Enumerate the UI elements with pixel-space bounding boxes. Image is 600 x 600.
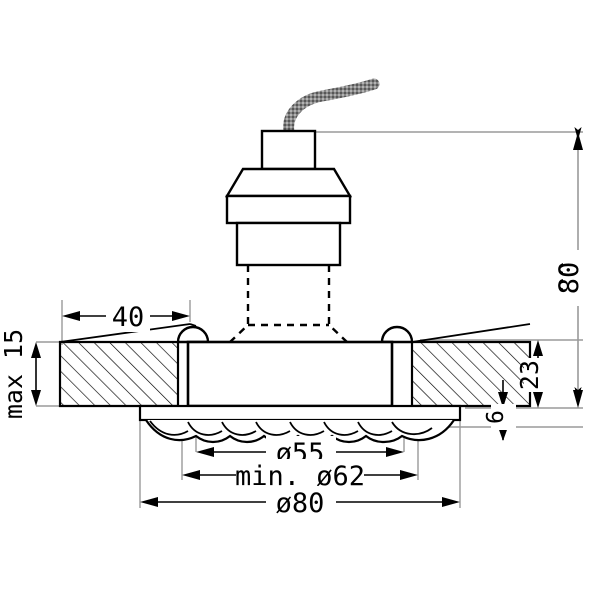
reflector-outline <box>229 265 348 343</box>
dimension-recess-depth: 23 <box>515 340 552 408</box>
dimension-label-80-text: 80 <box>554 262 585 295</box>
dimension-label-40: 40 <box>112 302 145 333</box>
socket-neck <box>260 129 317 171</box>
supply-cable-shade <box>283 78 380 138</box>
dimension-label-23: 23 <box>515 360 544 390</box>
supply-cable <box>283 78 380 138</box>
trim-ring <box>138 404 462 422</box>
dimension-label-6: 6 <box>483 410 509 424</box>
dimension-label-d80: ø80 <box>276 488 325 519</box>
spring-clips <box>176 325 414 344</box>
ceiling-surface-leaders <box>59 323 531 343</box>
lamp-assembly <box>224 129 353 267</box>
dimension-overall-height: 80 80 <box>554 127 593 408</box>
ceiling-left <box>58 340 180 408</box>
dimension-ceiling-thickness: max 15 <box>0 329 41 419</box>
dimension-clearance-width: 40 <box>62 300 190 333</box>
dimension-trim-thickness: 6 <box>483 380 516 441</box>
socket-body <box>224 167 353 198</box>
fixture-housing <box>186 340 394 408</box>
lamp-barrel <box>235 221 342 267</box>
ceiling-right <box>410 340 532 408</box>
spring-clip-right <box>380 325 414 344</box>
dimension-cutout-minimum: min. ø62 <box>182 459 418 492</box>
dimension-outer-diameter: ø80 <box>140 486 460 519</box>
dimension-label-max15: max 15 <box>0 329 28 419</box>
spring-clip-left <box>176 325 210 344</box>
socket-collar <box>225 194 352 225</box>
